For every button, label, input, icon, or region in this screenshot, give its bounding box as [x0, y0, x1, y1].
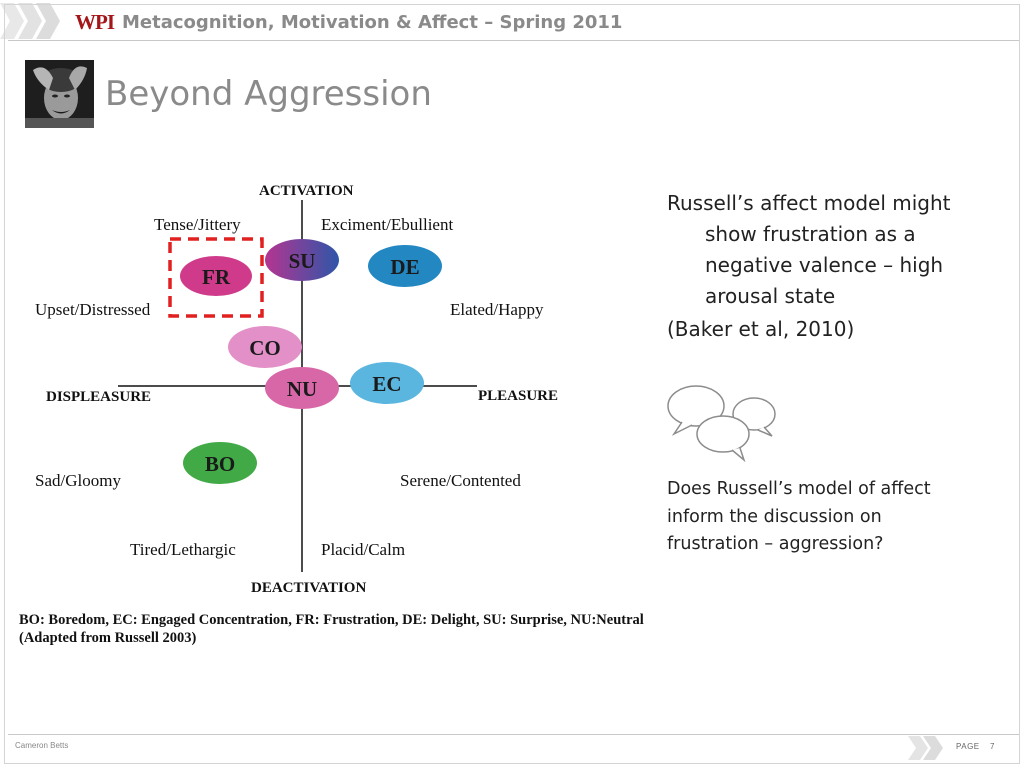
speech-bubbles-icon — [667, 385, 776, 462]
page-number: 7 — [990, 742, 995, 751]
label-upset: Upset/Distressed — [35, 300, 151, 319]
bullet-russell-model: Russell’s affect model might show frustr… — [667, 191, 951, 308]
author-name: Cameron Betts — [15, 741, 69, 750]
header-divider — [8, 40, 1019, 41]
node-label-de: DE — [390, 255, 419, 279]
node-label-co: CO — [249, 336, 281, 360]
footer-chevron-icon — [908, 736, 943, 760]
chevron-arrows-icon — [0, 3, 60, 39]
node-label-su: SU — [289, 249, 316, 273]
node-fr — [180, 256, 252, 296]
node-ec — [350, 362, 424, 404]
axis-label-deactivation: DEACTIVATION — [251, 580, 366, 596]
slide-title: Beyond Aggression — [105, 74, 432, 114]
header-bar: WPI Metacognition, Motivation & Affect –… — [0, 0, 1024, 42]
node-co — [228, 326, 302, 368]
right-text-panel: Russell’s affect model might show frustr… — [667, 188, 997, 345]
axis-label-pleasure: PLEASURE — [478, 388, 558, 404]
node-su — [265, 239, 339, 281]
russell-affect-diagram: ACTIVATION DEACTIVATION DISPLEASURE PLEA… — [19, 183, 644, 646]
axis-label-activation: ACTIVATION — [259, 183, 354, 199]
node-de — [368, 245, 442, 287]
diagram-caption-line2: (Adapted from Russell 2003) — [19, 630, 197, 646]
node-label-fr: FR — [202, 265, 231, 289]
node-label-ec: EC — [372, 372, 401, 396]
node-label-bo: BO — [205, 452, 235, 476]
diagram-caption-line1: BO: Boredom, EC: Engaged Concentration, … — [19, 612, 644, 628]
label-elated: Elated/Happy — [450, 300, 544, 319]
label-sad: Sad/Gloomy — [35, 471, 121, 490]
footer-bar: Cameron Betts PAGE 7 — [0, 730, 1024, 768]
label-serene: Serene/Contented — [400, 471, 521, 490]
bullet-citation: (Baker et al, 2010) — [667, 317, 855, 341]
frustration-highlight-box — [168, 237, 264, 318]
course-title: Metacognition, Motivation & Affect – Spr… — [122, 12, 623, 33]
wpi-logo: WPI — [75, 10, 115, 34]
stressed-person-photo — [25, 60, 94, 128]
discussion-question: Does Russell’s model of affect inform th… — [667, 479, 931, 554]
page-label: PAGE — [956, 742, 980, 751]
node-nu — [265, 367, 339, 409]
label-tired: Tired/Lethargic — [130, 540, 236, 559]
node-bo — [183, 442, 257, 484]
footer-divider — [8, 734, 1019, 735]
label-placid: Placid/Calm — [321, 540, 405, 559]
label-excitement: Exciment/Ebullient — [321, 215, 453, 234]
label-tense: Tense/Jittery — [154, 215, 241, 234]
node-label-nu: NU — [287, 377, 317, 401]
axis-label-displeasure: DISPLEASURE — [46, 389, 151, 405]
